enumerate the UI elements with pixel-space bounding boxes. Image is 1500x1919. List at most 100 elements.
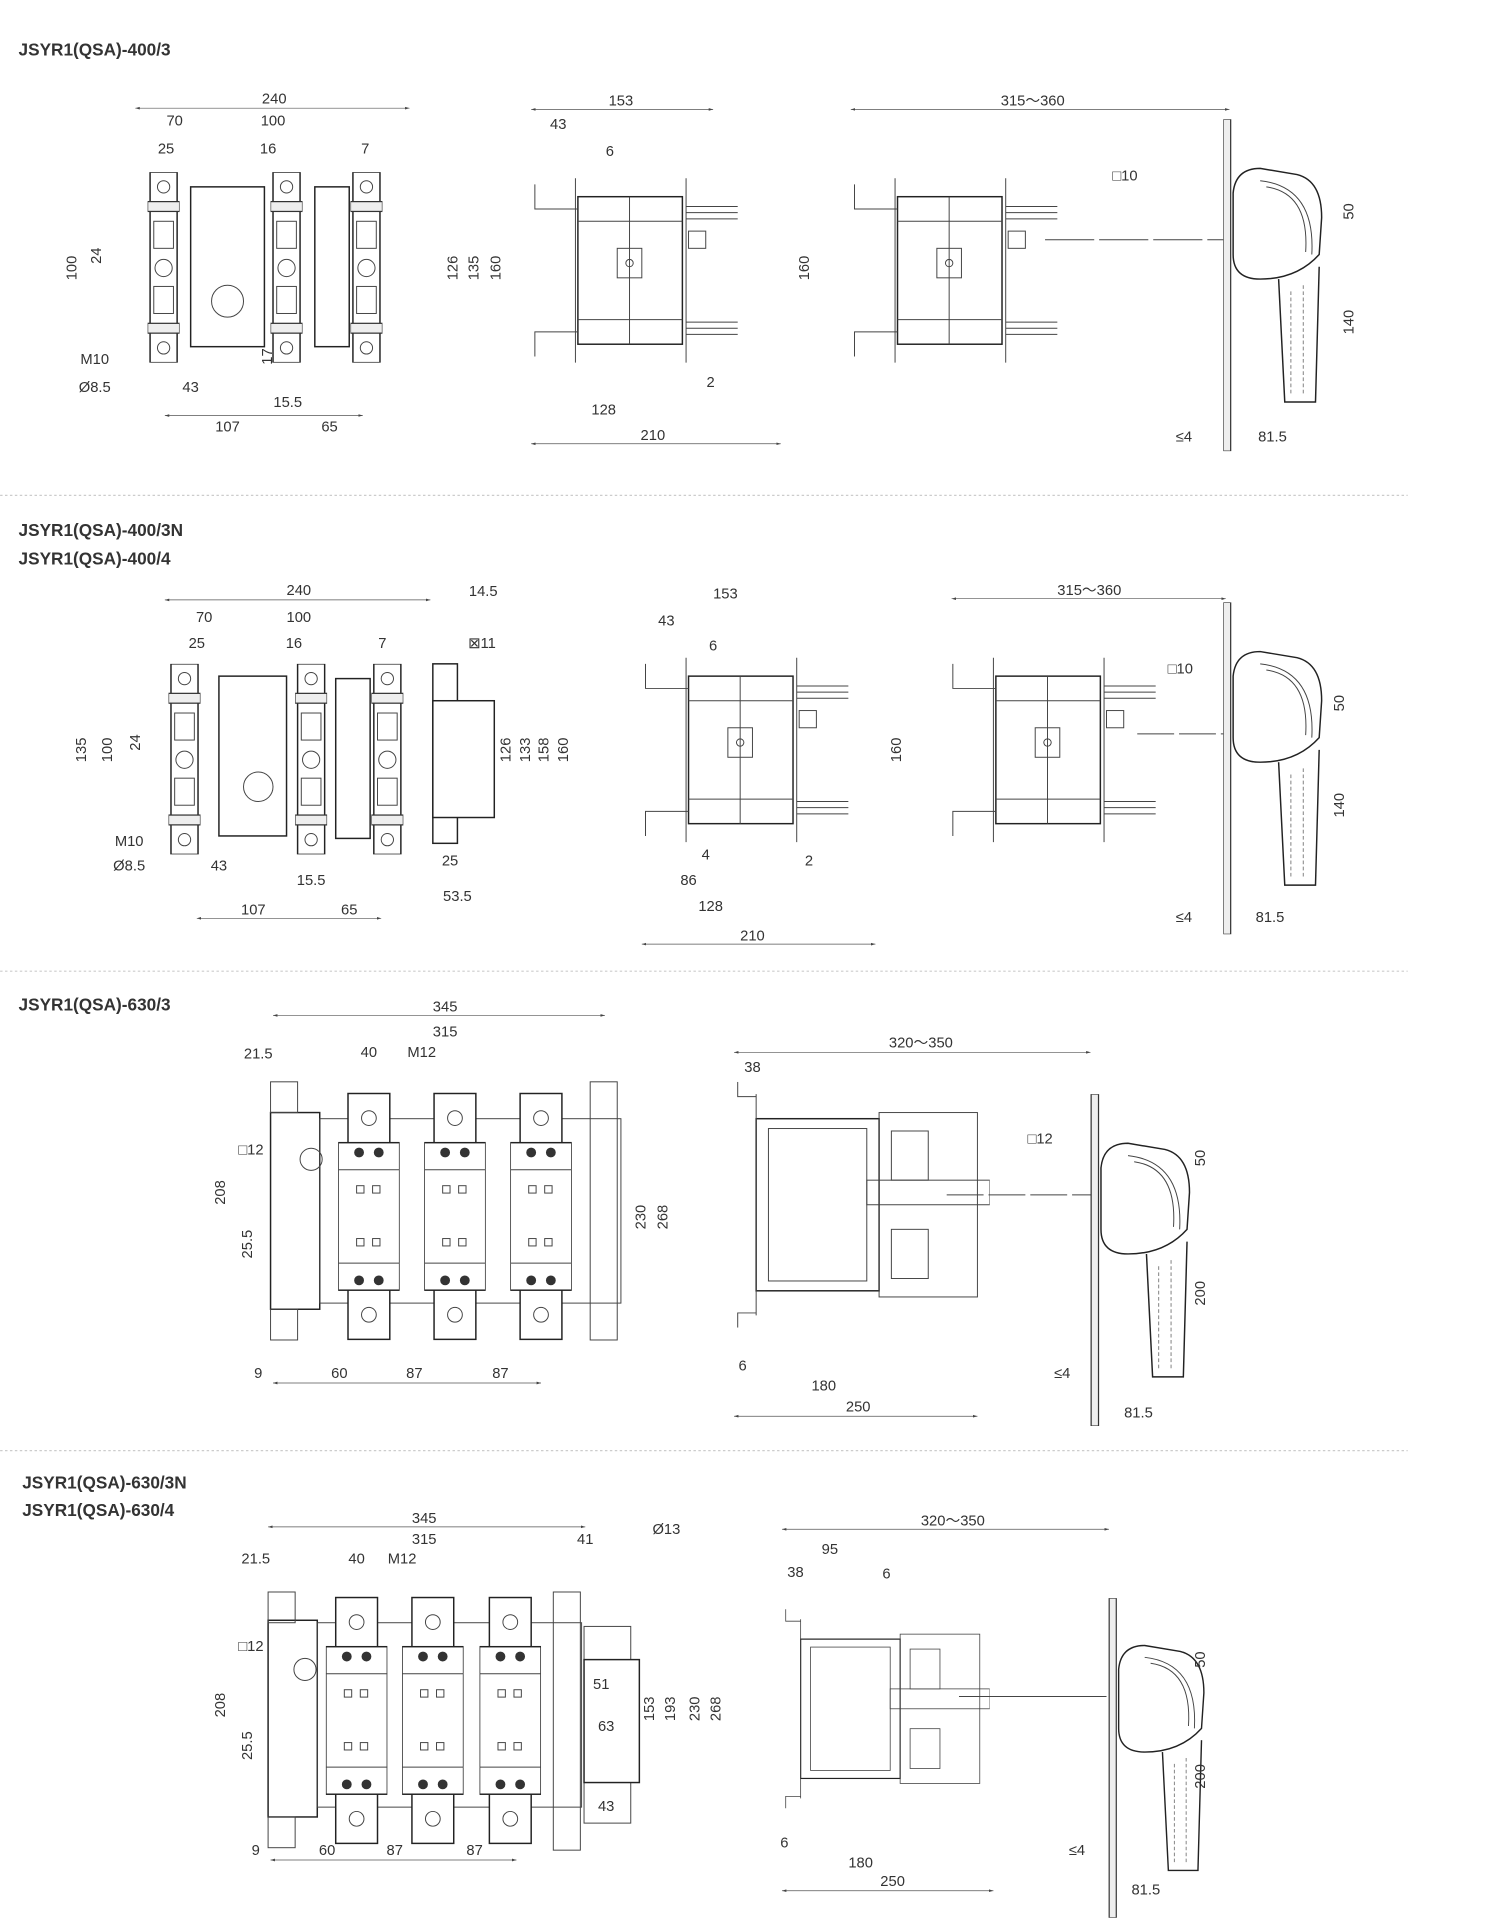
handle-view-dimension-label: ≤4 — [1176, 910, 1192, 926]
handle-view-dimension-label: 50 — [1332, 695, 1348, 711]
section-400-4-drawing — [164, 597, 1323, 946]
side-view-dimension-label: 210 — [641, 428, 666, 444]
front-view-dimension-label: 100 — [64, 256, 80, 281]
handle-view-dimension-label: 81.5 — [1131, 1882, 1160, 1898]
side-view-dimension-label: 128 — [591, 402, 616, 418]
front-view-dimension-label: 70 — [196, 610, 212, 626]
front-view-dimension-label: 160 — [556, 738, 572, 763]
side-view-dimension-label: 43 — [550, 117, 566, 133]
side-view-dimension-label: 153 — [713, 587, 738, 603]
side-view-dimension-label: 6 — [882, 1566, 890, 1582]
front-view-dimension-label: 15.5 — [273, 395, 302, 411]
side-view-dimension-label: 180 — [848, 1855, 873, 1871]
front-view-dimension-label: 193 — [663, 1696, 679, 1721]
handle-view-dimension-label: 81.5 — [1258, 429, 1287, 445]
handle-view-dimension-label: 81.5 — [1256, 910, 1285, 926]
side-view-dimension-label: 250 — [846, 1399, 871, 1415]
side-view-dimension-label: 320～350 — [921, 1514, 985, 1530]
front-view-dimension-label: 9 — [254, 1366, 262, 1382]
handle-view-dimension-label: □10 — [1168, 662, 1193, 678]
front-view-dimension-label: 21.5 — [244, 1046, 273, 1062]
section-title: JSYR1(QSA)-630/3 — [19, 995, 171, 1015]
front-view-dimension-label: 40 — [361, 1045, 377, 1061]
side-view-dimension-label: 153 — [609, 94, 634, 110]
front-view-dimension-label: M10 — [80, 352, 109, 368]
side-view-dimension-label: 6 — [780, 1836, 788, 1852]
front-view-dimension-label: 345 — [412, 1511, 437, 1527]
front-view-dimension-label: Ø13 — [652, 1522, 680, 1538]
front-view-dimension-label: 65 — [321, 419, 337, 435]
front-view-dimension-label: 60 — [319, 1843, 335, 1859]
front-view-dimension-label: 43 — [598, 1799, 614, 1815]
front-view-dimension-label: 87 — [492, 1366, 508, 1382]
handle-view-dimension-label: ≤4 — [1176, 429, 1192, 445]
front-view-dimension-label: 25 — [158, 142, 174, 158]
front-view-dimension-label: Ø8.5 — [113, 858, 145, 874]
section-title: JSYR1(QSA)-400/3 — [19, 39, 171, 59]
front-view-dimension-label: 268 — [708, 1696, 724, 1721]
front-view-dimension-label: 17 — [260, 348, 276, 364]
section-630-3-drawing — [269, 1014, 1191, 1427]
handle-view-dimension-label: 81.5 — [1124, 1405, 1153, 1421]
handle-view-dimension-label: 50 — [1193, 1150, 1209, 1166]
front-view-dimension-label: 60 — [331, 1366, 347, 1382]
side-view-dimension-label: 250 — [880, 1874, 905, 1890]
handle-view-dimension-label: 50 — [1342, 203, 1358, 219]
mechanism-block — [189, 186, 266, 348]
side-view-dimension-label: 4 — [702, 847, 710, 863]
front-view-dimension-label: □12 — [238, 1639, 263, 1655]
side-view-dimension-label: 6 — [606, 144, 614, 160]
front-view-dimension-label: 230 — [688, 1696, 704, 1721]
front-view-dimension-label: 43 — [211, 858, 227, 874]
front-view-dimension-label: 87 — [466, 1843, 482, 1859]
front-view-dimension-label: 25 — [442, 853, 458, 869]
side-view-dimension-label: 2 — [805, 853, 813, 869]
side-view-dimension-label: 320～350 — [889, 1035, 953, 1051]
front-view-dimension-label: 345 — [433, 1000, 458, 1016]
front-view-dimension-label: 24 — [128, 734, 144, 750]
front-view-dimension-label: M12 — [407, 1045, 436, 1061]
front-view-dimension-label: 43 — [182, 380, 198, 396]
front-view-dimension-label: 25 — [189, 636, 205, 652]
front-view-dimension-label: 268 — [656, 1205, 672, 1230]
side-view-dimension-label: 95 — [822, 1542, 838, 1558]
front-view-dimension-label: 24 — [89, 247, 105, 263]
front-view-dimension-label: 208 — [213, 1180, 229, 1205]
front-view-dimension-label: 107 — [215, 419, 240, 435]
front-view-dimension-label: 135 — [74, 738, 90, 763]
front-view-dimension-label: 65 — [341, 903, 357, 919]
side-view-dimension-label: 160 — [889, 738, 905, 763]
front-view-dimension-label: 126 — [498, 738, 514, 763]
front-view-dimension-label: 87 — [387, 1843, 403, 1859]
front-view-dimension-label: 16 — [286, 636, 302, 652]
side-view-dimension-label: 38 — [787, 1565, 803, 1581]
front-view-dimension-label: 100 — [287, 610, 312, 626]
handle-view-dimension-label: 200 — [1193, 1281, 1209, 1306]
front-view-dimension-label: 9 — [252, 1843, 260, 1859]
side-view-dimension-label: □12 — [1027, 1131, 1052, 1147]
handle-view-dimension-label: 140 — [1342, 310, 1358, 335]
side-view-dimension-label: 2 — [707, 375, 715, 391]
front-view-dimension-label: 230 — [634, 1205, 650, 1230]
front-view-dimension-label: 135 — [466, 256, 482, 281]
side-view-dimension-label: 180 — [811, 1378, 836, 1394]
front-view-dimension-label: 100 — [261, 113, 286, 129]
front-view-dimension-label: 208 — [213, 1693, 229, 1718]
front-view-dimension-label: 63 — [598, 1719, 614, 1735]
front-view-dimension-label: 160 — [488, 256, 504, 281]
front-view-dimension-label: 315 — [412, 1532, 437, 1548]
front-view-dimension-label: ⊠11 — [468, 636, 496, 652]
side-view-dimension-label: 6 — [709, 638, 717, 654]
front-view-dimension-label: 153 — [642, 1696, 658, 1721]
handle-view-dimension-label: 315～360 — [1057, 583, 1121, 599]
front-view-dimension-label: 133 — [518, 738, 534, 763]
handle-view-dimension-label: 50 — [1193, 1651, 1209, 1667]
front-view-dimension-label: Ø8.5 — [79, 380, 111, 396]
handle-view-dimension-label: 200 — [1193, 1764, 1209, 1789]
front-view-dimension-label: M12 — [388, 1552, 417, 1568]
front-view-dimension-label: 7 — [378, 636, 386, 652]
front-view-dimension-label: 14.5 — [469, 584, 498, 600]
front-view-dimension-label: 240 — [287, 583, 312, 599]
side-view-dimension-label: 43 — [658, 614, 674, 630]
front-view-dimension-label: 51 — [593, 1677, 609, 1693]
